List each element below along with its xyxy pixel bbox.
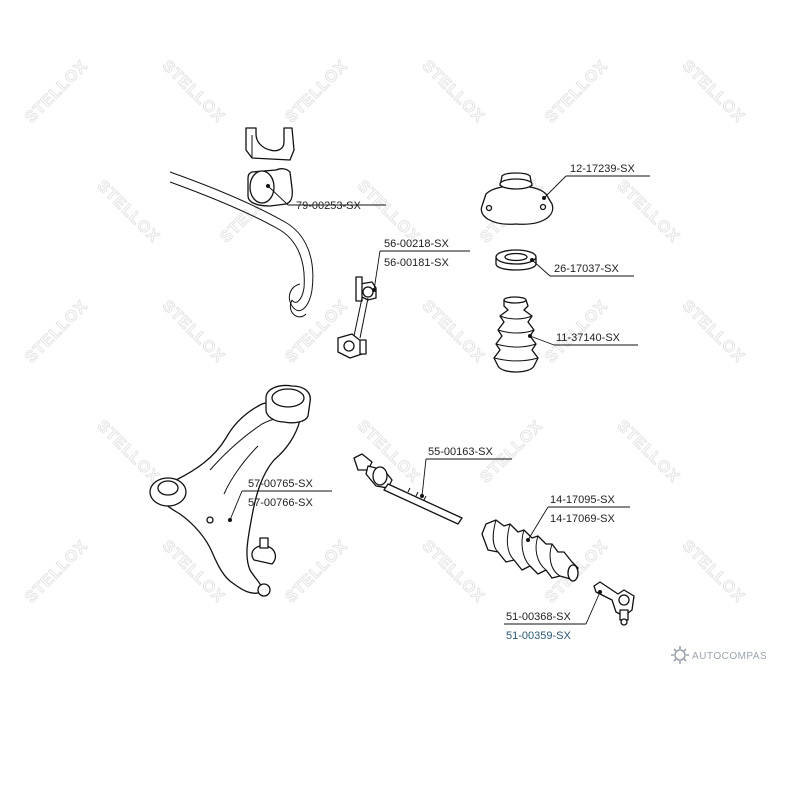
stellox-watermark-27: STELLOX <box>679 537 748 606</box>
stabilizer-link-drawing <box>337 276 377 359</box>
stellox-watermark-4: STELLOX <box>542 57 611 126</box>
stellox-watermark-11: STELLOX <box>22 297 91 366</box>
stabilizer-bar-drawing <box>169 171 314 318</box>
part-label-11-37140-sx: 11-37140-SX <box>556 332 621 344</box>
steering-boot-drawing <box>481 519 579 582</box>
stellox-watermark-14: STELLOX <box>419 297 488 366</box>
bushing-79-00253-drawing <box>247 168 293 207</box>
part-label-12-17239-sx: 12-17239-SX <box>570 163 635 175</box>
part-label-26-17037-sx: 26-17037-SX <box>554 263 619 275</box>
strut-mount-drawing <box>480 172 554 225</box>
stellox-watermark-8: STELLOX <box>354 177 423 246</box>
stellox-watermark-25: STELLOX <box>419 537 488 606</box>
part-label-79-00253-sx: 79-00253-SX <box>296 200 361 212</box>
autocompas-brand-text: AUTOCOMPAS <box>692 651 767 662</box>
autocompas-brand: AUTOCOMPAS <box>671 646 767 664</box>
stellox-watermark-2: STELLOX <box>282 57 351 126</box>
part-label-51-00368-sx: 51-00368-SX <box>506 611 571 623</box>
stellox-watermark-22: STELLOX <box>22 537 91 606</box>
part-label-57-00765-sx: 57-00765-SX <box>248 478 313 490</box>
stellox-watermark-17: STELLOX <box>94 417 163 486</box>
part-label-57-00766-sx: 57-00766-SX <box>248 497 313 509</box>
stellox-watermark-21: STELLOX <box>614 417 683 486</box>
part-labels: 79-00253-SX 56-00218-SX 56-00181-SX 12-1… <box>248 163 635 642</box>
control-arm-drawing <box>149 384 311 597</box>
part-label-55-00163-sx: 55-00163-SX <box>428 446 493 458</box>
part-label-56-00218-sx: 56-00218-SX <box>384 238 449 250</box>
bushing-top-drawing <box>245 127 295 161</box>
stellox-watermark-0: STELLOX <box>22 57 91 126</box>
stellox-watermark-3: STELLOX <box>419 57 488 126</box>
stellox-watermark-5: STELLOX <box>679 57 748 126</box>
part-label-14-17095-sx: 14-17095-SX <box>550 494 615 506</box>
tie-rod-drawing <box>353 453 463 525</box>
stellox-watermark-1: STELLOX <box>159 57 228 126</box>
stellox-watermark-10: STELLOX <box>614 177 683 246</box>
stellox-watermark-16: STELLOX <box>679 297 748 366</box>
dust-boot-drawing <box>493 296 539 373</box>
stellox-watermark-6: STELLOX <box>94 177 163 246</box>
stellox-watermark-12: STELLOX <box>159 297 228 366</box>
tie-rod-end-drawing <box>593 581 635 626</box>
gear-logo-icon <box>671 646 689 664</box>
part-label-51-00359-sx: 51-00359-SX <box>506 630 571 642</box>
bearing-drawing <box>495 249 537 271</box>
part-label-14-17069-sx: 14-17069-SX <box>550 513 615 525</box>
leader-lines <box>228 175 650 625</box>
part-label-56-00181-sx: 56-00181-SX <box>384 257 449 269</box>
stellox-watermark-24: STELLOX <box>282 537 351 606</box>
